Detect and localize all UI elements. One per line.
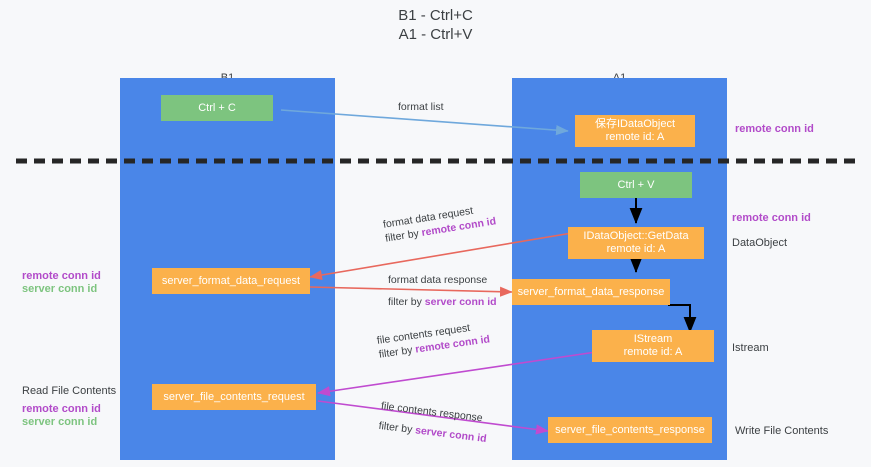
edge-label-format-data-request: format data request filter by remote con… bbox=[382, 200, 497, 245]
edge-label-format-data-response-line1: format data response bbox=[388, 274, 488, 286]
annotation-remote-conn-id-left-2: remote conn id bbox=[22, 403, 101, 415]
edge-label-format-data-response: format data response filter by server co… bbox=[388, 273, 497, 309]
edge-label-format-list-line1: format list bbox=[398, 101, 444, 113]
highlight-server-conn-id: server conn id bbox=[414, 424, 488, 445]
annotation-write-file-contents: Write File Contents bbox=[735, 425, 829, 437]
edge-label-format-list: format list bbox=[398, 100, 444, 114]
annotation-istream: Istream bbox=[732, 342, 769, 354]
node-server-format-data-response[interactable]: server_format_data_response bbox=[512, 279, 670, 305]
node-idataobject-store[interactable]: 保存IDataObject remote id: A bbox=[575, 115, 695, 147]
node-server-file-contents-response[interactable]: server_file_contents_response bbox=[548, 417, 712, 443]
filter-by-text: filter by bbox=[388, 296, 425, 308]
diagram-title: B1 - Ctrl+C A1 - Ctrl+V bbox=[398, 7, 473, 43]
node-idataobject-getdata[interactable]: IDataObject::GetData remote id: A bbox=[568, 227, 704, 259]
filter-by-text: filter by bbox=[377, 419, 416, 437]
node-istream[interactable]: IStream remote id: A bbox=[592, 330, 714, 362]
highlight-server-conn-id: server conn id bbox=[424, 296, 497, 308]
node-server-file-contents-request[interactable]: server_file_contents_request bbox=[152, 384, 316, 410]
annotation-read-file-contents: Read File Contents bbox=[22, 385, 117, 397]
node-ctrl-v[interactable]: Ctrl + V bbox=[580, 172, 692, 198]
annotation-remote-conn-id-top: remote conn id bbox=[735, 123, 814, 135]
annotation-remote-conn-id-mid: remote conn id bbox=[732, 212, 811, 224]
node-server-format-data-request[interactable]: server_format_data_request bbox=[152, 268, 310, 294]
filter-by-text: filter by bbox=[378, 343, 417, 361]
node-ctrl-c[interactable]: Ctrl + C bbox=[161, 95, 273, 121]
edge-label-format-data-response-line2: filter by server conn id bbox=[388, 295, 497, 309]
edge-label-file-contents-response: file contents response filter by server … bbox=[378, 399, 490, 446]
annotation-dataobject: DataObject bbox=[732, 237, 788, 249]
annotation-server-conn-id-left-1: server conn id bbox=[22, 283, 98, 295]
annotation-server-conn-id-left-2: server conn id bbox=[22, 416, 98, 428]
annotation-remote-conn-id-left-1: remote conn id bbox=[22, 270, 101, 282]
edge-label-file-contents-request: file contents request filter by remote c… bbox=[376, 318, 491, 361]
